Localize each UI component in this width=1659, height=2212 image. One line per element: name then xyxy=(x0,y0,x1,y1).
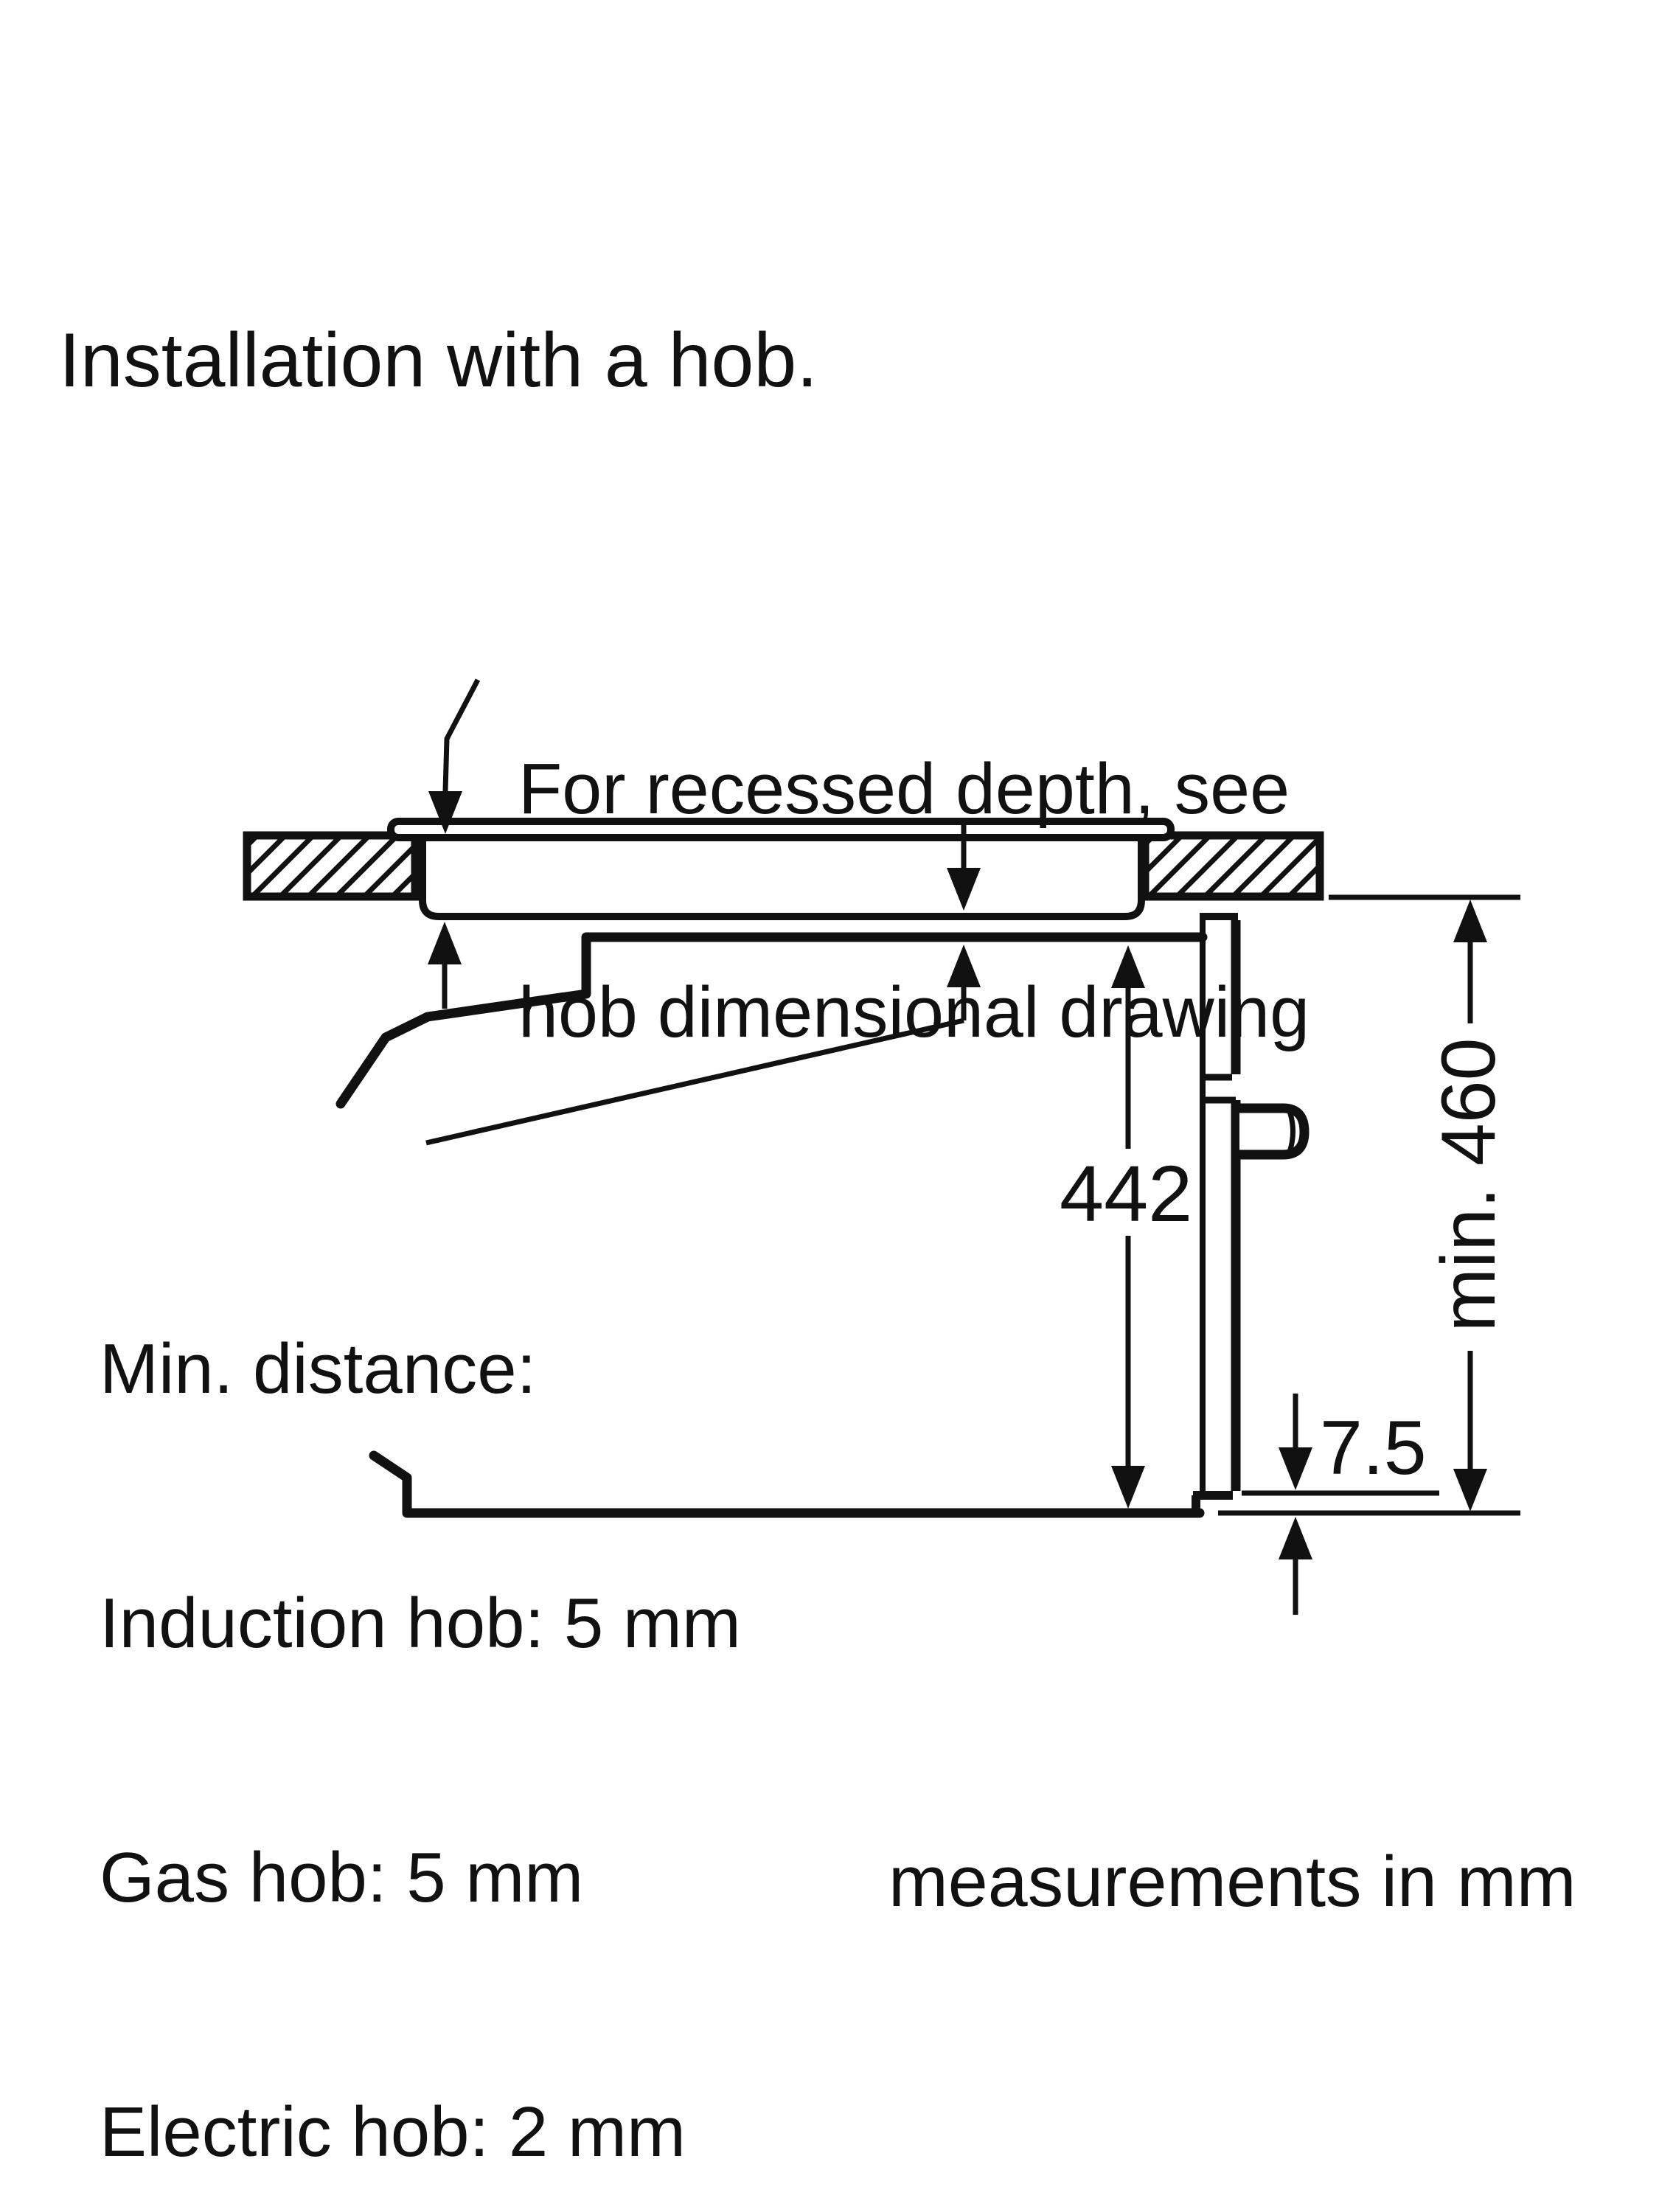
worktop-left-section xyxy=(243,831,420,901)
min-distance-note: Min. distance: Induction hob: 5 mm Gas h… xyxy=(100,1157,741,2212)
min-distance-heading: Min. distance: xyxy=(100,1329,537,1408)
oven-top-outline xyxy=(335,932,1208,1109)
recessed-depth-note-line2: hob dimensional drawing xyxy=(518,972,1310,1052)
dim-75-bottom-arrow-icon xyxy=(1279,1517,1312,1559)
min-distance-induction: Induction hob: 5 mm xyxy=(100,1584,741,1663)
door-handle xyxy=(1239,1103,1310,1160)
recessed-depth-note: For recessed depth, see hob dimensional … xyxy=(518,602,1310,1198)
min-distance-leader xyxy=(425,1018,964,1146)
dim-75-top-arrow-icon xyxy=(1279,1447,1312,1490)
dim-442-label: 442 xyxy=(1060,1149,1193,1238)
recessed-depth-arrow-icon xyxy=(428,791,462,834)
oven-top-up-arrow-icon xyxy=(947,945,981,987)
dim-460-arrow-bottom-icon xyxy=(1453,1469,1487,1512)
units-note: measurements in mm xyxy=(888,1841,1576,1921)
door-notch-bars xyxy=(1203,1074,1236,1104)
door-handle-endcap xyxy=(1287,1110,1295,1153)
oven-bottom-outline xyxy=(369,1450,1205,1518)
min-distance-electric: Electric hob: 2 mm xyxy=(100,2093,686,2171)
page-title: Installation with a hob. xyxy=(59,318,818,403)
dim-442-arrow-top-icon xyxy=(1111,945,1145,988)
hob-tub xyxy=(419,838,1145,920)
min-distance-gas: Gas hob: 5 mm xyxy=(100,1838,584,1917)
hob-well-arrow-icon xyxy=(947,868,981,911)
dim-442-arrow-bottom-icon xyxy=(1111,1466,1145,1509)
gap-up-arrow-icon xyxy=(428,922,462,964)
worktop-right-section xyxy=(1141,831,1324,901)
recessed-depth-note-line1: For recessed depth, see xyxy=(518,748,1290,829)
dim-460-label: min. 460 xyxy=(1426,1037,1512,1332)
door-bottom-cap xyxy=(1192,1491,1233,1509)
recessed-depth-leader xyxy=(442,678,481,792)
dim-460-arrow-top-icon xyxy=(1453,900,1487,942)
dim-75-label: 7.5 xyxy=(1320,1405,1427,1491)
